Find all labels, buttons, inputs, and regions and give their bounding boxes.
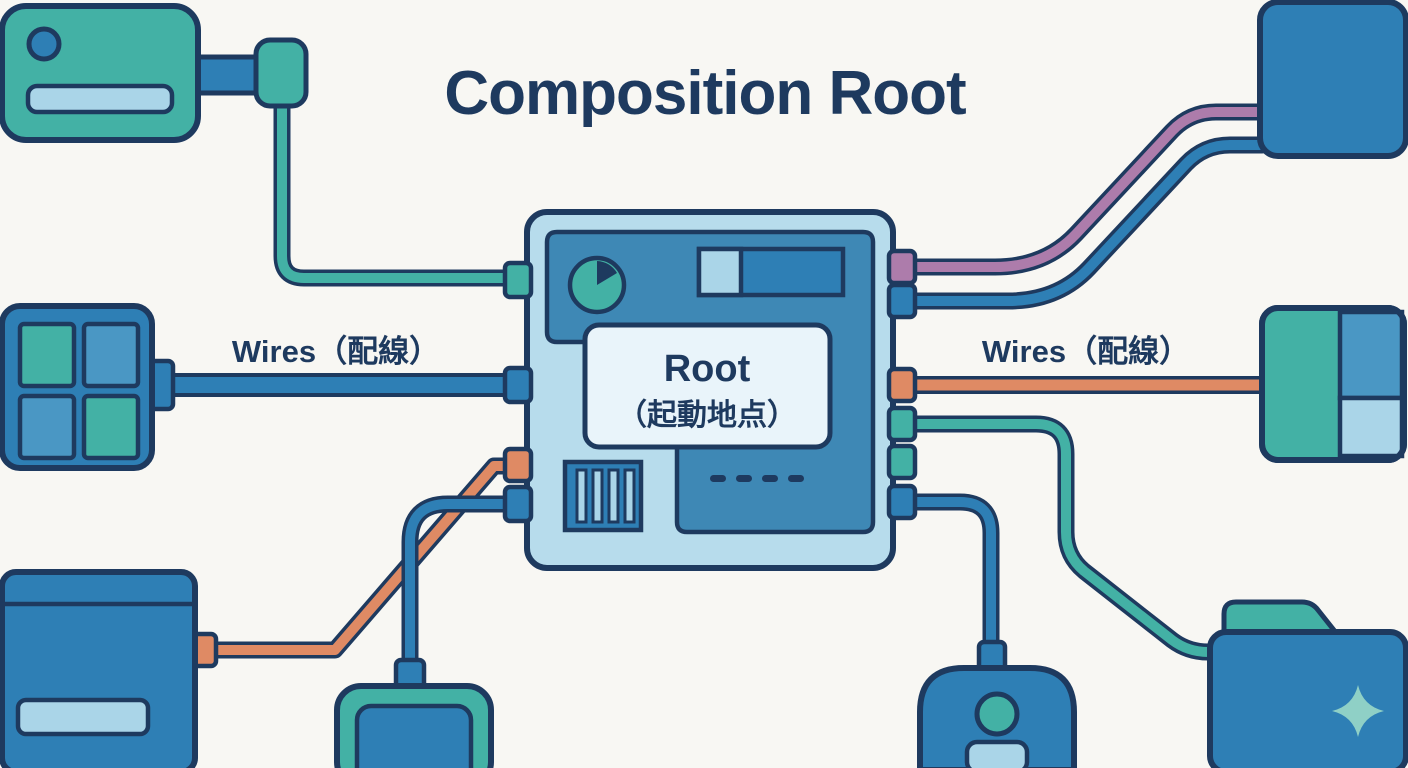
- vent-slat: [591, 468, 604, 524]
- port-right-blue-top: [886, 282, 918, 320]
- dash-mark: [736, 475, 752, 482]
- window-pane-bottom-left: [17, 393, 77, 461]
- dash-mark: [762, 475, 778, 482]
- top-right-module-device: [1257, 0, 1408, 159]
- person-plug-device: [917, 639, 1077, 768]
- wires-layer: [148, 95, 1275, 699]
- port-left-orange: [502, 446, 534, 484]
- tablet-screen: [354, 703, 474, 768]
- root-label-line1: Root: [664, 348, 751, 390]
- port-left-teal: [502, 260, 534, 300]
- hub-ports: [502, 248, 918, 524]
- window-pane-top-left: [17, 321, 77, 389]
- wire-core: [904, 419, 1221, 657]
- wire-core: [904, 107, 1267, 272]
- page-title: Composition Root: [444, 59, 966, 128]
- gauge-needle-icon: [597, 261, 617, 285]
- window-pane-top-right: [81, 321, 141, 389]
- slider-knob: [696, 246, 744, 298]
- wire-hub-to-folder: [900, 415, 1225, 661]
- port-left-blue: [502, 365, 534, 405]
- card-slot-bar: [25, 83, 175, 115]
- window-grid-device: [0, 303, 176, 471]
- port-right-teal-lower: [886, 443, 918, 481]
- folder-device: [1207, 599, 1408, 768]
- indicator-dot-icon: [26, 26, 62, 62]
- wires-label-left: Wires（配線）: [232, 334, 440, 369]
- port-right-blue-bottom: [886, 483, 918, 521]
- vent-slat: [575, 468, 588, 524]
- card-reader-plug: [253, 37, 309, 109]
- folder-body: [1207, 629, 1408, 768]
- window-pane-bottom-right: [81, 393, 141, 461]
- wire-card-reader-to-hub: [273, 95, 520, 287]
- root-label-plate: [582, 322, 833, 450]
- printer-output-slot: [15, 697, 151, 737]
- port-right-orange: [886, 366, 918, 404]
- wires-label-right: Wires（配線）: [982, 334, 1190, 369]
- phone-panel-top: [1337, 309, 1405, 401]
- wire-core: [277, 99, 516, 283]
- printer-device: [0, 569, 219, 768]
- port-right-teal-upper: [886, 405, 918, 443]
- port-right-purple: [886, 248, 918, 286]
- phone-outline: [1259, 305, 1407, 463]
- folder-tab: [1221, 599, 1343, 637]
- phone-panel-bottom: [1337, 395, 1405, 459]
- wire-hub-to-person: [900, 493, 1000, 659]
- tablet-device: [334, 657, 494, 768]
- top-right-module-body: [1257, 0, 1408, 159]
- card-reader-arm: [194, 54, 262, 96]
- dash-mark: [710, 475, 726, 482]
- root-label-line2: （起動地点）: [617, 398, 797, 432]
- dash-mark: [788, 475, 804, 482]
- vent-slat: [623, 468, 636, 524]
- wire-hub-to-topright-purple: [900, 103, 1271, 276]
- wire-core: [904, 140, 1267, 306]
- wire-core: [405, 499, 516, 695]
- person-head-icon: [974, 691, 1020, 737]
- wire-tablet-to-hub: [401, 495, 520, 699]
- wire-hub-to-topright-blue: [900, 136, 1271, 310]
- person-torso: [964, 739, 1030, 768]
- vent-slat: [607, 468, 620, 524]
- printer-body: [0, 569, 198, 768]
- card-reader-device: [0, 3, 309, 143]
- sparkle-icon: [1332, 685, 1384, 737]
- phone-device: [1259, 305, 1407, 463]
- wire-core: [904, 497, 996, 655]
- port-left-blue-lower: [502, 484, 534, 524]
- hub-box: Root （起動地点）: [524, 209, 896, 571]
- card-reader-body: [0, 3, 201, 143]
